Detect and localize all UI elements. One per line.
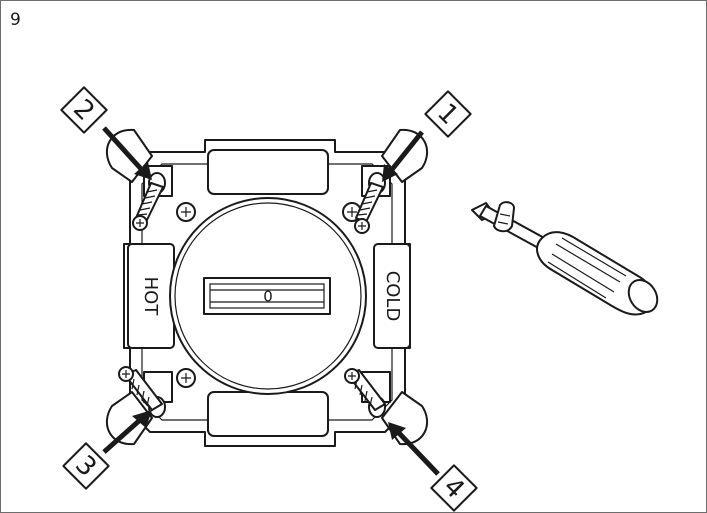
screw-bottom-left-icon bbox=[118, 366, 163, 411]
arrow-1-icon bbox=[382, 130, 424, 182]
arrow-2-icon bbox=[102, 126, 152, 180]
callout-2: 2 bbox=[60, 86, 108, 134]
plate-cross-screw-top-left-icon bbox=[176, 202, 196, 222]
hot-label: HOT bbox=[140, 277, 161, 317]
callout-4: 4 bbox=[430, 464, 478, 512]
arrow-4-icon bbox=[388, 422, 440, 476]
screw-top-right-icon bbox=[354, 182, 384, 234]
center-mark: 0 bbox=[263, 288, 273, 306]
arrow-3-icon bbox=[102, 410, 152, 454]
step-number: 9 bbox=[10, 10, 21, 30]
callout-3: 3 bbox=[62, 442, 110, 490]
screw-top-left-icon bbox=[132, 182, 164, 231]
screwdriver-icon bbox=[471, 201, 659, 316]
plate-cross-screw-bottom-left-icon bbox=[176, 368, 196, 388]
cold-label: COLD bbox=[382, 271, 403, 322]
callout-1: 1 bbox=[424, 90, 472, 138]
screw-bottom-right-icon bbox=[344, 368, 386, 411]
